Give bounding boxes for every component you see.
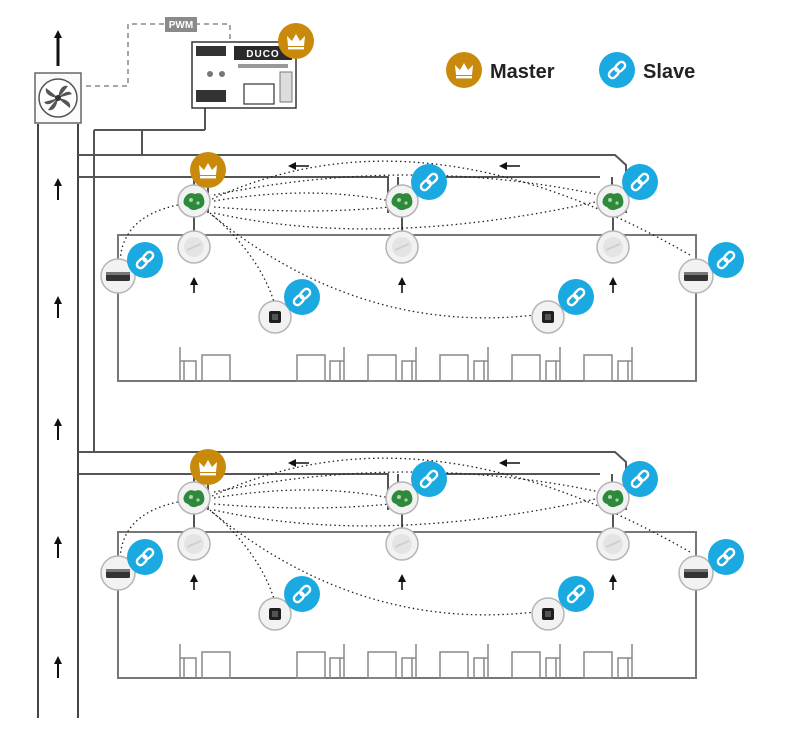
valve xyxy=(177,230,211,264)
slave-badge xyxy=(558,576,594,612)
valve xyxy=(177,527,211,561)
pwm-label: PWM xyxy=(169,20,193,31)
slave-badge xyxy=(622,461,658,497)
wall-switch xyxy=(678,258,714,294)
slave-badge xyxy=(127,539,163,575)
pwm-signal: PWM xyxy=(86,17,231,87)
slave-badge xyxy=(127,242,163,278)
room-sensor xyxy=(531,597,565,631)
room-sensor xyxy=(531,300,565,334)
legend-master-label: Master xyxy=(490,61,555,83)
fan-unit xyxy=(34,72,82,124)
slave-badge xyxy=(708,242,744,278)
slave-badge xyxy=(284,576,320,612)
valve xyxy=(385,527,419,561)
co2-sensor-master xyxy=(177,481,211,515)
floors xyxy=(78,152,744,678)
slave-badge xyxy=(622,164,658,200)
slave-badge xyxy=(411,461,447,497)
master-badge xyxy=(190,449,226,485)
wall-switch xyxy=(678,555,714,591)
pwm-label-box xyxy=(165,17,197,32)
valve xyxy=(596,230,630,264)
legend-master-icon xyxy=(446,52,482,88)
co2-sensor-master xyxy=(177,184,211,218)
valve xyxy=(385,230,419,264)
fan-icon xyxy=(38,78,78,118)
room-sensor xyxy=(258,597,292,631)
valve xyxy=(596,527,630,561)
floor-upper xyxy=(78,152,744,381)
legend-slave-label: Slave xyxy=(643,61,695,83)
legend: Master Slave xyxy=(446,52,695,88)
slave-badge xyxy=(411,164,447,200)
control-box: DUCO xyxy=(191,41,297,109)
room-sensor xyxy=(258,300,292,334)
slave-badge xyxy=(558,279,594,315)
slave-badge xyxy=(708,539,744,575)
master-badge xyxy=(190,152,226,188)
floor-lower xyxy=(78,449,744,678)
main-shaft xyxy=(37,30,206,718)
brand-label: DUCO xyxy=(246,49,279,60)
legend-slave-icon xyxy=(599,52,635,88)
master-badge-controller xyxy=(278,23,314,59)
slave-badge xyxy=(284,279,320,315)
